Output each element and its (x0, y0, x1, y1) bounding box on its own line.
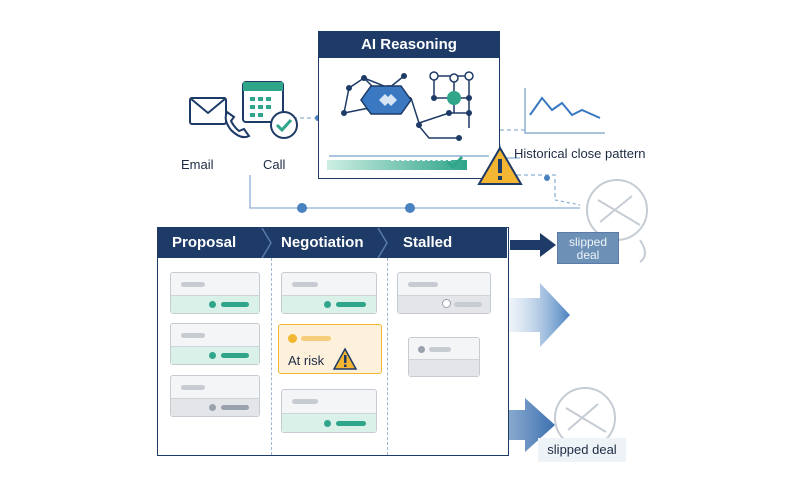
calendar-icon (242, 81, 284, 123)
at-risk-card[interactable]: At risk (278, 324, 382, 374)
reasoning-graph (329, 71, 489, 157)
check-circle-icon (270, 111, 298, 139)
deal-card[interactable] (281, 272, 377, 314)
email-label: Email (181, 157, 214, 172)
confidence-bar (327, 160, 467, 170)
stage-negotiation: Negotiation (281, 234, 364, 251)
phone-icon (224, 110, 251, 139)
call-label: Call (263, 157, 286, 172)
ai-reasoning-title: AI Reasoning (319, 32, 499, 58)
historical-close-pattern-label: Historical close pattern (514, 146, 646, 161)
column-divider (271, 258, 272, 455)
checkmark-icon (446, 155, 464, 170)
envelope-icon (189, 97, 227, 125)
stage-proposal: Proposal (172, 234, 237, 251)
connector-node (297, 203, 307, 213)
column-divider (387, 258, 388, 455)
slipped-deal-badge-upper: slipped deal (557, 232, 619, 264)
warning-icon (332, 347, 358, 370)
pipeline-header (158, 228, 507, 258)
ai-reasoning-panel: AI Reasoning (318, 31, 500, 179)
deal-card[interactable] (170, 272, 260, 314)
confidence-bar-dash (391, 160, 451, 161)
deal-card[interactable] (281, 389, 377, 433)
deal-card[interactable] (170, 323, 260, 365)
deal-card[interactable] (170, 375, 260, 417)
connector-node (405, 203, 415, 213)
at-risk-label: At risk (288, 353, 325, 368)
stage-chevrons (261, 228, 388, 258)
connector-node (544, 175, 550, 181)
stage-stalled: Stalled (403, 234, 453, 251)
stalled-deal-card[interactable] (408, 337, 480, 377)
slipped-deal-badge-lower: slipped deal (538, 438, 626, 462)
warning-icon (477, 146, 523, 185)
historical-chart (524, 88, 605, 134)
arrow-to-slipped (510, 233, 556, 257)
stalled-deal-card[interactable] (397, 272, 491, 314)
arrow-right-upper (500, 283, 570, 347)
